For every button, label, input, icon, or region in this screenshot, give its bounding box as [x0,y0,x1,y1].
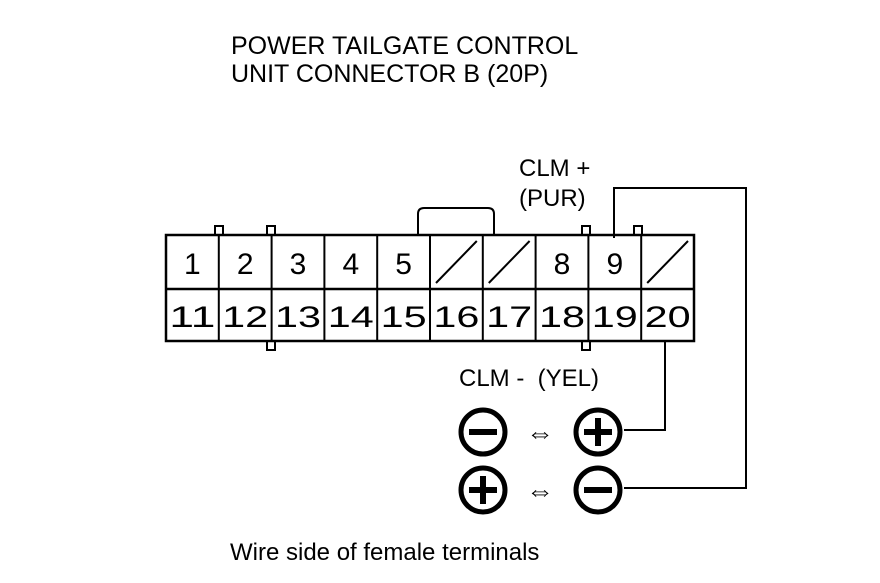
terminal-number: 17 [486,301,532,334]
terminal-number: 11 [169,301,215,334]
terminal-number: 2 [237,248,254,281]
polarity-row-1: ⇔ [458,407,623,457]
wire-pur [613,187,747,489]
double-arrow-icon: ⇔ [526,475,554,506]
plus-icon [458,465,508,515]
terminal-number: 13 [275,301,321,334]
terminal-number: 18 [539,301,585,334]
title-line-2: UNIT CONNECTOR B (20P) [231,60,548,88]
top-tab [633,225,643,236]
terminal-number: 3 [290,248,307,281]
terminal-number: 16 [433,301,479,334]
title-line-1: POWER TAILGATE CONTROL [231,32,578,60]
plus-icon [573,407,623,457]
clm-plus-color-label: (PUR) [519,185,586,212]
terminal-number: 14 [328,301,374,334]
double-arrow-icon: ⇔ [526,417,554,448]
bottom-tab [266,340,276,351]
connector-tabs [214,225,643,351]
polarity-row-2: ⇔ [458,465,623,515]
terminal-number: 8 [554,248,571,281]
clm-plus-label: CLM + [519,155,590,182]
empty-cavity-slash [646,240,689,284]
terminal-number: 20 [645,301,691,334]
terminal-number: 5 [395,248,412,281]
top-tab [214,225,224,236]
terminal-number: 12 [222,301,268,334]
minus-icon [458,407,508,457]
terminal-number: 19 [592,301,638,334]
terminal-number: 4 [342,248,359,281]
top-tab [266,225,276,236]
minus-icon [573,465,623,515]
empty-cavity-slash [435,240,478,284]
empty-cavity-slash [488,240,531,284]
clm-minus-label: CLM - (YEL) [459,365,599,392]
wire-yel [624,341,666,431]
terminal-number: 9 [606,248,623,281]
top-tab [581,225,591,236]
bottom-tab [581,340,591,351]
caption: Wire side of female terminals [230,539,539,566]
terminal-number: 1 [184,248,201,281]
cavity-dividers [217,235,643,341]
latch-base-cover [421,214,491,222]
terminal-number: 15 [381,301,427,334]
